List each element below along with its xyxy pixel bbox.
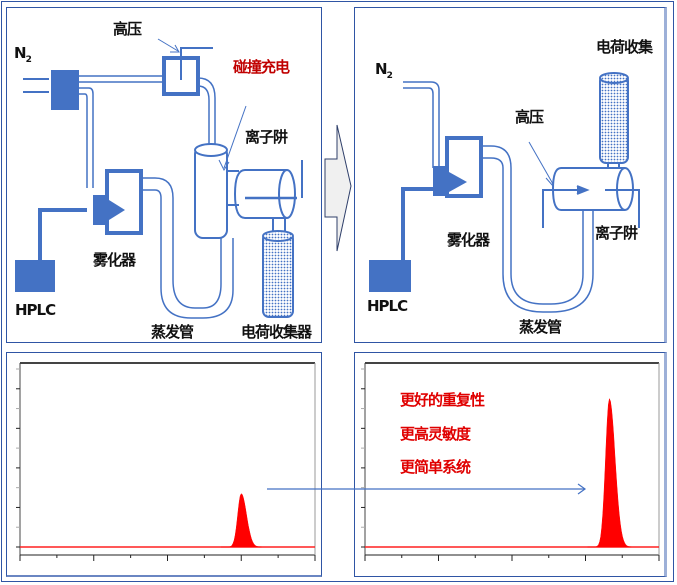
charge-collector — [599, 74, 629, 164]
gas-regulator-block — [51, 70, 79, 110]
chromatogram-peak — [221, 493, 262, 548]
improved-cad-schematic — [369, 72, 640, 313]
high-voltage-needle — [180, 47, 213, 80]
hplc-block — [369, 260, 411, 292]
nebulizer-label: 雾化器 — [447, 231, 490, 249]
evaporation-tube-label: 蒸发管 — [519, 318, 562, 336]
conventional-chromatogram — [16, 362, 316, 561]
n2-label: N2 — [375, 60, 393, 81]
improved-chromatogram-panel: 更好的重复性 更高灵敏度 更简单系统 — [354, 352, 667, 577]
conventional-cad-schematic — [15, 38, 303, 319]
nebulizer-label: 雾化器 — [93, 251, 136, 269]
advantage-sensitivity: 更高灵敏度 — [400, 425, 471, 443]
charge-collector — [262, 232, 294, 318]
high-voltage-label: 高压 — [113, 20, 142, 38]
charge-collection-label: 电荷收集 — [596, 38, 653, 56]
improved-cad-panel: N2 电荷收集 高压 雾化器 离子阱 HPLC 蒸发管 — [354, 7, 667, 343]
charge-collector-label: 电荷收集器 — [241, 323, 312, 341]
advantage-reproducibility: 更好的重复性 — [400, 391, 485, 409]
hplc-block — [15, 260, 55, 292]
ion-trap-label: 离子阱 — [595, 224, 638, 242]
collision-charging-label: 碰撞充电 — [233, 58, 290, 76]
nebulizer-nozzle — [109, 200, 125, 220]
ion-trap — [233, 169, 287, 219]
evaporation-tube — [141, 177, 222, 309]
n2-label: N2 — [14, 44, 32, 65]
conventional-cad-panel: N2 高压 碰撞充电 离子阱 雾化器 HPLC 蒸发管 电荷收集器 — [6, 7, 322, 343]
hplc-label: HPLC — [367, 297, 408, 315]
evaporation-tube-label: 蒸发管 — [151, 323, 194, 341]
conventional-chromatogram-panel — [6, 352, 322, 577]
nebulizer-box — [105, 169, 143, 235]
chromatogram-peak — [587, 397, 632, 548]
advantage-simplicity: 更简单系统 — [400, 458, 471, 476]
mixing-chamber — [194, 145, 228, 239]
improved-chromatogram — [361, 362, 660, 561]
nebulizer-nozzle — [449, 172, 467, 192]
high-voltage-label: 高压 — [515, 108, 544, 126]
ion-trap-label: 离子阱 — [245, 128, 288, 146]
hplc-label: HPLC — [15, 301, 56, 319]
